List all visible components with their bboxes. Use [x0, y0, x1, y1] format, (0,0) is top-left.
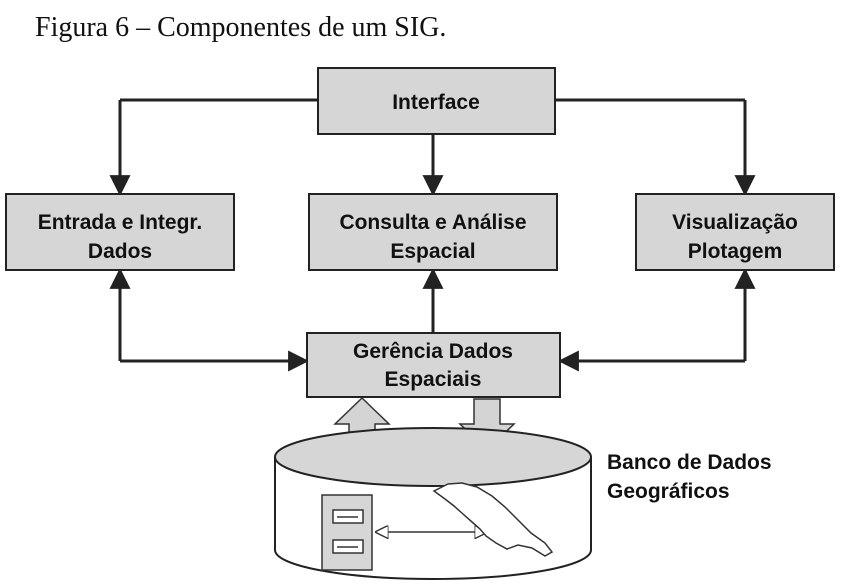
box-gerencia: Gerência Dados Espaciais: [306, 332, 561, 398]
database-label-line-1: Banco de Dados: [607, 451, 772, 474]
connector-lines: [109, 98, 756, 372]
box-entrada-line-1: Entrada e Integr.: [38, 211, 203, 234]
database-label-line-2: Geográficos: [607, 480, 730, 503]
map-silhouette-icon: [432, 482, 554, 557]
server-records-icon: [321, 494, 373, 571]
box-gerencia-line-2: Espaciais: [385, 368, 482, 391]
box-consulta: Consulta e Análise Espacial: [308, 193, 558, 271]
box-entrada-line-2: Dados: [88, 240, 152, 263]
box-interface: Interface: [317, 67, 556, 135]
box-gerencia-line-1: Gerência Dados: [353, 340, 513, 363]
figure-caption: Figura 6 – Componentes de um SIG.: [35, 12, 447, 43]
box-entrada: Entrada e Integr. Dados: [5, 193, 235, 271]
box-consulta-line-2: Espacial: [390, 240, 475, 263]
database-cylinder: [274, 427, 592, 580]
box-visualizacao-line-2: Plotagem: [688, 240, 783, 263]
box-visualizacao-line-1: Visualização: [672, 211, 798, 234]
box-interface-line-1: Interface: [392, 91, 480, 114]
box-consulta-line-1: Consulta e Análise: [339, 211, 526, 234]
box-visualizacao: Visualização Plotagem: [635, 193, 835, 271]
